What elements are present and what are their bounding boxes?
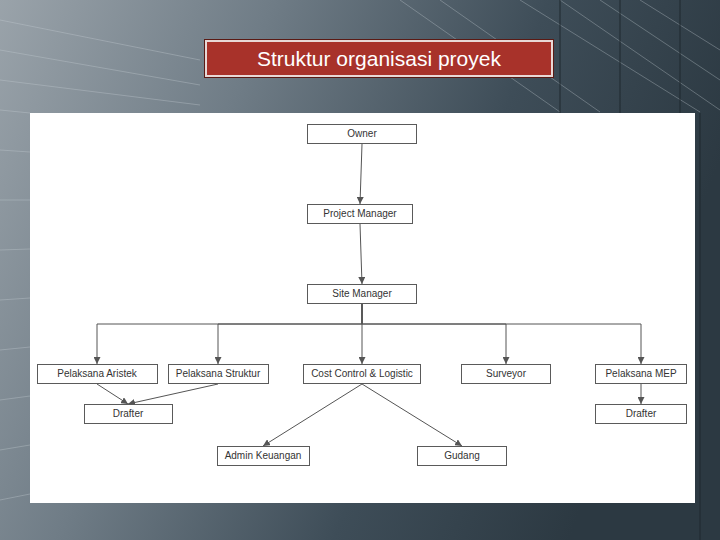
connector-arrow xyxy=(360,144,362,204)
org-box: Pelaksana MEP xyxy=(595,364,687,384)
connector-arrow xyxy=(362,304,641,364)
box-label: Drafter xyxy=(113,408,144,420)
connector-arrow xyxy=(97,384,128,404)
box-label: Pelaksana Aristek xyxy=(57,368,137,380)
org-box: Cost Control & Logistic xyxy=(303,364,421,384)
org-box: Drafter xyxy=(595,404,687,424)
connector-arrow xyxy=(263,384,362,446)
org-box: Drafter xyxy=(84,404,173,424)
org-box: Surveyor xyxy=(461,364,551,384)
box-label: Pelaksana Struktur xyxy=(176,368,261,380)
box-label: Admin Keuangan xyxy=(225,450,302,462)
box-label: Site Manager xyxy=(332,288,391,300)
slide-title: Struktur organisasi proyek xyxy=(205,40,553,77)
box-label: Pelaksana MEP xyxy=(605,368,676,380)
box-label: Project Manager xyxy=(323,208,396,220)
org-box: Pelaksana Aristek xyxy=(37,364,158,384)
connector-arrow xyxy=(128,384,218,404)
box-label: Drafter xyxy=(626,408,657,420)
org-box: Site Manager xyxy=(307,284,417,304)
diagram-panel xyxy=(30,113,695,503)
box-label: Gudang xyxy=(444,450,480,462)
connector-arrow xyxy=(97,304,362,364)
connector-arrow xyxy=(218,304,362,364)
box-label: Cost Control & Logistic xyxy=(311,368,413,380)
org-box: Owner xyxy=(307,124,417,144)
org-box: Gudang xyxy=(417,446,507,466)
org-box: Admin Keuangan xyxy=(217,446,310,466)
connector-arrow xyxy=(360,224,362,284)
connector-arrow xyxy=(641,384,642,404)
org-box: Project Manager xyxy=(307,204,413,224)
box-label: Owner xyxy=(347,128,376,140)
box-label: Surveyor xyxy=(486,368,526,380)
connector-arrow xyxy=(362,304,506,364)
org-box: Pelaksana Struktur xyxy=(168,364,269,384)
connector-arrow xyxy=(362,384,462,446)
